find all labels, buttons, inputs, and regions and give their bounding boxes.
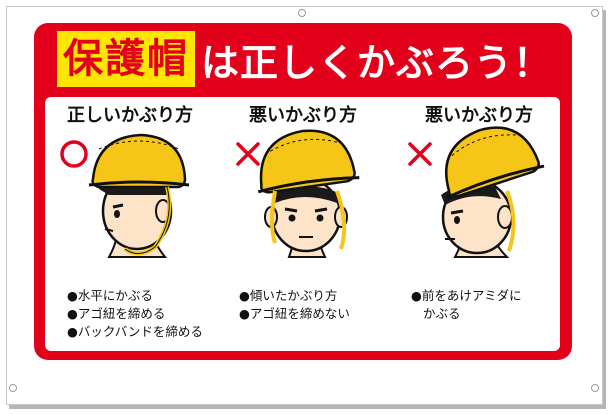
column-bullets-correct: ●水平にかぶる ●アゴ紐を締める ●バックバンドを締める	[67, 287, 203, 341]
cross-mark-icon	[408, 142, 432, 166]
bullet-item: ●前をあけアミダに	[411, 288, 522, 303]
column-bullets-wrong-2: ●前をあけアミダに かぶる	[411, 287, 522, 323]
worker-backward-helmet-figure	[441, 126, 545, 258]
cross-mark-icon	[236, 142, 260, 166]
worker-correct-helmet-figure	[88, 133, 190, 258]
worker-tilted-helmet-figure	[257, 129, 360, 258]
mounting-hole	[591, 384, 599, 392]
mounting-hole	[591, 9, 599, 17]
mounting-hole	[9, 384, 17, 392]
bullet-item: ●アゴ紐を締めない	[239, 306, 350, 321]
title-rest: は正しくかぶろう！	[201, 40, 553, 85]
bullet-item: ●アゴ紐を締める	[67, 306, 166, 321]
bullet-item: かぶる	[423, 306, 461, 321]
column-heading-wrong-2: 悪いかぶり方	[425, 105, 533, 126]
bullet-item: ●傾いたかぶり方	[239, 288, 338, 303]
sign-title: 保護帽 は正しくかぶろう！	[57, 27, 552, 91]
safety-sign-board: 保護帽 は正しくかぶろう！ 正しいかぶり方 ●水平にかぶる ●アゴ紐を締める ●…	[6, 6, 603, 405]
column-heading-correct: 正しいかぶり方	[67, 105, 193, 126]
title-highlight: 保護帽	[57, 31, 195, 87]
mounting-hole	[298, 9, 306, 17]
column-bullets-wrong-1: ●傾いたかぶり方 ●アゴ紐を締めない	[239, 287, 350, 323]
circle-mark-icon	[60, 140, 88, 168]
bullet-item: ●水平にかぶる	[67, 288, 153, 303]
column-heading-wrong-1: 悪いかぶり方	[249, 105, 357, 126]
bullet-item: ●バックバンドを締める	[67, 324, 203, 339]
